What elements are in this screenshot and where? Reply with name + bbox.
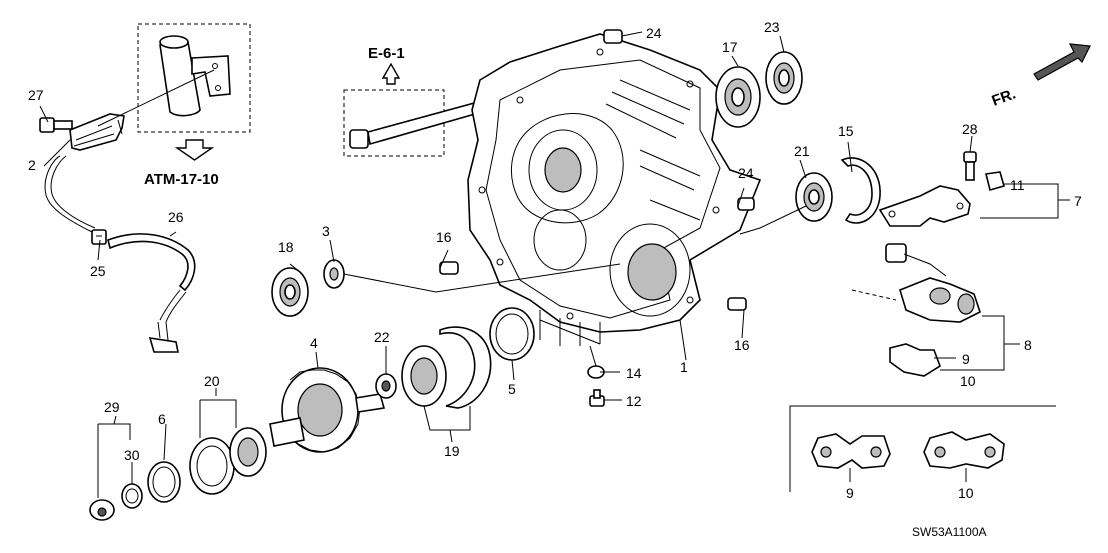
front-direction-indicator: FR. [990,43,1091,110]
callout-20: 20 [204,373,220,389]
oil-seal-5 [489,307,535,361]
bearing-18 [271,267,309,317]
e-6-1-reference-label: E-6-1 [368,45,405,62]
callout-5: 5 [508,381,516,397]
front-label: FR. [990,86,1019,110]
callout-17: 17 [722,39,738,55]
callout-30: 30 [124,447,140,463]
callout-26: 26 [168,209,184,225]
callout-2: 2 [28,157,36,173]
callout-29: 29 [104,399,120,415]
atm-reference-label: ATM-17-10 [144,171,219,188]
callout-6: 6 [158,411,166,427]
callout-25: 25 [90,263,106,279]
bearing-23 [765,51,803,105]
dowel-pin-24-mid [737,197,755,211]
callout-16-right: 16 [734,337,750,353]
callout-7: 7 [1074,193,1082,209]
bolt-12 [589,389,605,407]
bearing-21 [795,172,833,222]
callout-23: 23 [764,19,780,35]
callout-9-inset: 9 [846,485,854,501]
atm-reference-box [137,23,251,133]
diagram-code: SW53A1100A [912,525,987,539]
callout-24-mid: 24 [738,165,754,181]
leader-lines [39,31,1070,498]
plug-29 [89,499,115,521]
atf-pipe-assembly [39,23,251,353]
countershaft-gear-4 [269,367,386,453]
clamp-25 [91,229,107,245]
front-arrow-icon [1033,43,1091,81]
callout-1: 1 [680,359,688,375]
callout-24-top: 24 [646,25,662,41]
gasket-inset [789,405,1056,492]
up-arrow-icon [381,62,401,85]
dowel-pin-24-top [603,29,623,44]
shim-3 [323,259,345,289]
callout-28: 28 [962,121,978,137]
ring-6 [147,461,181,503]
bearing-17 [715,66,761,128]
callout-22: 22 [374,329,390,345]
sensor-bracket-assembly [851,151,1005,377]
callout-9: 9 [962,351,970,367]
callout-3: 3 [322,223,330,239]
callout-12: 12 [626,393,642,409]
callout-19: 19 [444,443,460,459]
callout-21: 21 [794,143,810,159]
gasket-10 [923,431,1005,482]
callout-14: 14 [626,365,642,381]
callout-15: 15 [838,123,854,139]
callout-10: 10 [960,373,976,389]
dowel-pin-16-left [439,261,459,275]
dowel-pin-16-right [727,297,747,311]
callout-10-inset: 10 [958,485,974,501]
callout-16-left: 16 [436,229,452,245]
callout-8: 8 [1024,337,1032,353]
callout-11: 11 [1010,177,1025,193]
down-arrow-icon [174,139,215,161]
bearing-19 [401,326,492,409]
callout-27: 27 [28,87,44,103]
transmission-case [467,33,762,346]
bolt-27 [39,117,73,133]
callout-4: 4 [310,335,318,351]
bearing-20 [189,427,267,495]
gasket-9 [811,433,891,482]
callout-18: 18 [278,239,294,255]
ring-30 [121,483,143,509]
bearing-22 [375,373,397,399]
snap-ring-15 [840,157,881,224]
